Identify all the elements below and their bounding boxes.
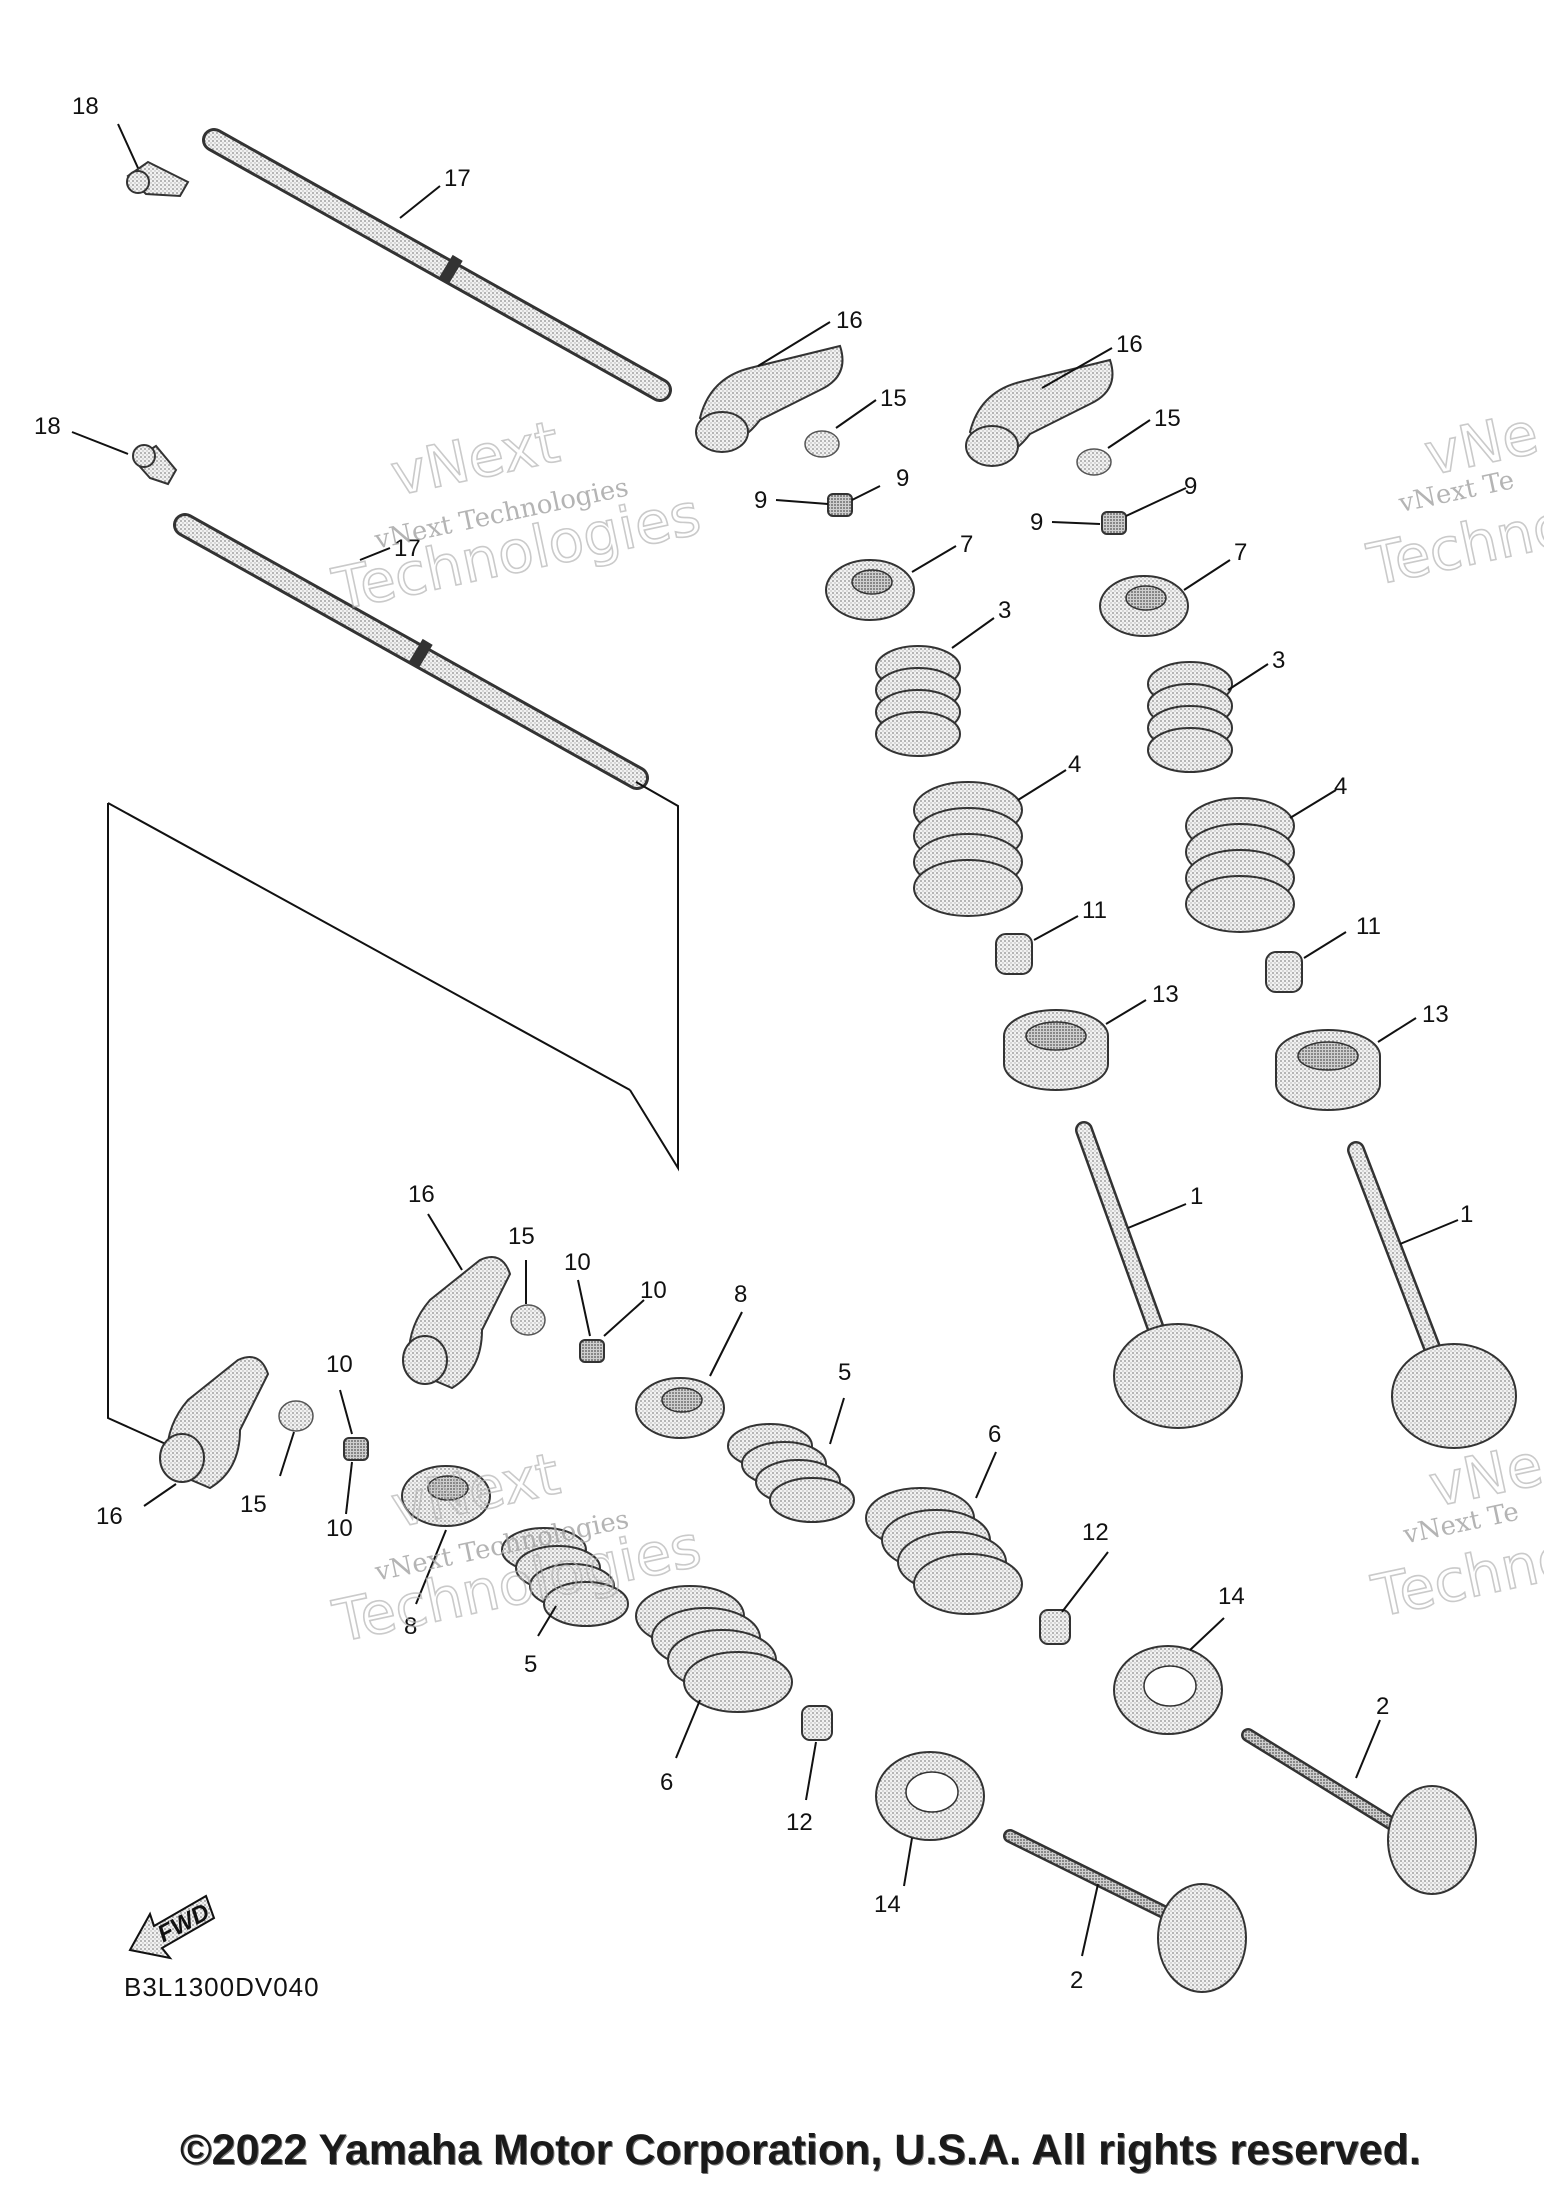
spring-inner-3-b [1147, 661, 1233, 773]
callout-17: 17 [394, 535, 421, 562]
callout-14: 14 [1218, 1583, 1245, 1610]
leader-lines [71, 123, 1459, 1957]
watermark-right-upper: vNe vNext Te Techno [1361, 398, 1544, 600]
pad-15-d [278, 1400, 314, 1432]
spring-seat-14-a [1113, 1645, 1223, 1735]
stem-seal-12-a [1039, 1609, 1071, 1645]
callout-18: 18 [34, 413, 61, 440]
copyright-notice: ©2022 Yamaha Motor Corporation, U.S.A. A… [180, 2126, 1421, 2174]
callout-18: 18 [72, 93, 99, 120]
callout-15: 15 [508, 1223, 535, 1250]
callout-10: 10 [564, 1249, 591, 1276]
callout-15: 15 [240, 1491, 267, 1518]
callout-13: 13 [1152, 981, 1179, 1008]
spring-seat-14-b [875, 1751, 985, 1841]
stem-seal-11-a [995, 933, 1033, 975]
drawing-code: B3L1300DV040 [124, 1972, 320, 2002]
spring-outer-4-b [1185, 797, 1295, 933]
spring-outer-4-a [913, 781, 1023, 917]
callout-8: 8 [404, 1613, 417, 1640]
callout-15: 15 [880, 385, 907, 412]
rocker-shaft-lower [173, 513, 649, 790]
callout-14: 14 [874, 1891, 901, 1918]
callout-5: 5 [838, 1359, 851, 1386]
rocker-arm-1 [695, 344, 844, 453]
cotter-9-b [1101, 511, 1127, 535]
callout-7: 7 [960, 531, 973, 558]
cotter-10-a [579, 1339, 605, 1363]
cotter-9-a [827, 493, 853, 517]
cotter-10-b [343, 1437, 369, 1461]
callout-9: 9 [754, 487, 767, 514]
spring-inner-5-b [501, 1527, 629, 1627]
intake-valve-a [1075, 1121, 1243, 1429]
bolt-upper [126, 160, 190, 198]
watermark-upper: vNext vNext Technologies Technologies [326, 407, 707, 625]
callout-12: 12 [786, 1809, 813, 1836]
spring-inner-3-a [875, 645, 961, 757]
callout-2: 2 [1376, 1693, 1389, 1720]
rocker-arm-2 [965, 358, 1114, 467]
callout-9: 9 [1030, 509, 1043, 536]
callout-10: 10 [326, 1515, 353, 1542]
callout-8: 8 [734, 1281, 747, 1308]
callout-4: 4 [1068, 751, 1081, 778]
intake-valve-b [1347, 1141, 1517, 1449]
watermark-right-lower: vNe vNext Te Techno [1365, 1430, 1544, 1632]
callout-labels: 18 17 18 17 16 16 15 15 9 9 9 9 7 7 3 3 … [34, 93, 1473, 1994]
retainer-7-b [1099, 575, 1189, 637]
callout-1: 1 [1460, 1201, 1473, 1228]
callout-2: 2 [1070, 1967, 1083, 1994]
callout-11: 11 [1356, 913, 1381, 940]
spring-seat-13-b [1275, 1029, 1381, 1111]
rocker-shaft-upper [202, 128, 672, 402]
callout-9: 9 [896, 465, 909, 492]
callout-15: 15 [1154, 405, 1181, 432]
retainer-8-b [401, 1465, 491, 1527]
rocker-arm-4 [159, 1356, 270, 1490]
callout-1: 1 [1190, 1183, 1203, 1210]
callout-13: 13 [1422, 1001, 1449, 1028]
callout-7: 7 [1234, 539, 1247, 566]
callout-4: 4 [1334, 773, 1347, 800]
callout-17: 17 [444, 165, 471, 192]
spring-inner-5-a [727, 1423, 855, 1523]
stem-seal-11-b [1265, 951, 1303, 993]
callout-16: 16 [1116, 331, 1143, 358]
exhaust-valve-a [1241, 1728, 1477, 1895]
reference-leader-box [107, 781, 679, 1446]
pad-15-a [804, 430, 840, 458]
spring-seat-13-a [1003, 1009, 1109, 1091]
callout-5: 5 [524, 1651, 537, 1678]
callout-12: 12 [1082, 1519, 1109, 1546]
callout-9: 9 [1184, 473, 1197, 500]
callout-10: 10 [326, 1351, 353, 1378]
stem-seal-12-b [801, 1705, 833, 1741]
rocker-arm-3 [402, 1256, 512, 1390]
retainer-8-a [635, 1377, 725, 1439]
callout-3: 3 [998, 597, 1011, 624]
bolt-lower [132, 444, 178, 486]
pad-15-b [1076, 448, 1112, 476]
spring-outer-6-a [865, 1487, 1023, 1615]
fwd-label: FWD [153, 1898, 214, 1947]
fwd-arrow-icon: FWD [128, 1894, 216, 1960]
callout-6: 6 [988, 1421, 1001, 1448]
spring-outer-6-b [635, 1585, 793, 1713]
callout-16: 16 [96, 1503, 123, 1530]
pad-15-c [510, 1304, 546, 1336]
callout-11: 11 [1082, 897, 1107, 924]
callout-3: 3 [1272, 647, 1285, 674]
callout-16: 16 [836, 307, 863, 334]
callout-10: 10 [640, 1277, 667, 1304]
exhaust-valve-b [1003, 1829, 1247, 1993]
callout-6: 6 [660, 1769, 673, 1796]
retainer-7-a [825, 559, 915, 621]
callout-16: 16 [408, 1181, 435, 1208]
